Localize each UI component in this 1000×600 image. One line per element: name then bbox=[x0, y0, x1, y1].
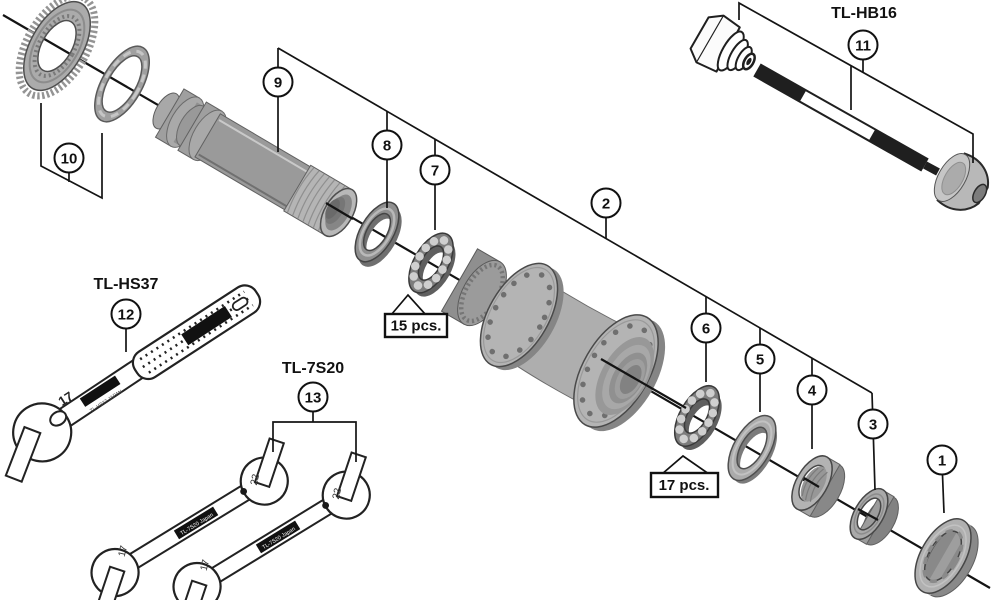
callout-13: 13 bbox=[297, 381, 329, 413]
callout-11: 11 bbox=[847, 29, 879, 61]
skewer-adjust-nut bbox=[689, 14, 756, 73]
callout-3: 3 bbox=[857, 408, 889, 440]
tool-tl-hb16 bbox=[689, 14, 990, 211]
svg-text:13: 13 bbox=[305, 390, 322, 407]
tool-tl-hs37: TL-HS37 JAPAN 17 bbox=[4, 284, 262, 483]
qty-15-label: 15 pcs. bbox=[391, 318, 442, 335]
qty-box-15: 15 pcs. bbox=[383, 293, 449, 339]
callout-10: 10 bbox=[53, 142, 85, 174]
svg-text:11: 11 bbox=[855, 38, 871, 55]
s20-size-22-marking: 22 bbox=[331, 487, 344, 501]
part-dust-cap bbox=[914, 518, 979, 598]
svg-text:3: 3 bbox=[869, 417, 877, 434]
hub-left-flange bbox=[479, 262, 564, 371]
svg-text:10: 10 bbox=[61, 151, 78, 168]
hub-right-flange bbox=[573, 314, 666, 432]
callout-lines bbox=[40, 1, 974, 514]
svg-text:2: 2 bbox=[602, 196, 610, 213]
svg-text:12: 12 bbox=[118, 307, 135, 324]
s20-size-22-marking: 22 bbox=[249, 473, 262, 487]
svg-text:4: 4 bbox=[808, 383, 817, 400]
part-axle bbox=[152, 88, 358, 238]
qty-box-17: 17 pcs. bbox=[649, 454, 720, 499]
part-seal-washer bbox=[354, 201, 402, 267]
part-lock-washer bbox=[94, 45, 150, 123]
tool-tl-7s20-b: TL-7S20 Japan 22 17 bbox=[172, 451, 371, 600]
callout-7: 7 bbox=[419, 154, 451, 186]
callout-4: 4 bbox=[796, 374, 828, 406]
s20-size-17-marking: 17 bbox=[199, 558, 212, 572]
part-ball-retainer-15 bbox=[408, 232, 456, 297]
label-tl-hs37: TL-HS37 bbox=[94, 276, 159, 293]
bracket-assembly-2 bbox=[277, 47, 873, 394]
qty-17-label: 17 pcs. bbox=[659, 477, 710, 494]
label-tl-hb16: TL-HB16 bbox=[831, 5, 897, 22]
hs37-size-marking: 17 bbox=[55, 388, 75, 408]
part-flat-washer bbox=[727, 414, 778, 484]
s20-size-17-marking: 17 bbox=[117, 544, 130, 558]
svg-text:9: 9 bbox=[274, 75, 282, 92]
svg-text:5: 5 bbox=[756, 352, 764, 369]
svg-text:8: 8 bbox=[383, 138, 391, 155]
svg-text:7: 7 bbox=[431, 163, 439, 180]
callout-5: 5 bbox=[744, 343, 776, 375]
callout-2: 2 bbox=[590, 187, 622, 219]
label-tl-7s20: TL-7S20 bbox=[282, 360, 344, 377]
part-ball-retainer-17 bbox=[673, 385, 722, 451]
tool-tl-7s20-a: TL-7S20 Japan 22 17 bbox=[90, 437, 289, 600]
callout-12: 12 bbox=[110, 298, 142, 330]
skewer-end-nut bbox=[933, 152, 990, 211]
bracket-11 bbox=[738, 1, 974, 163]
callout-8: 8 bbox=[371, 129, 403, 161]
svg-text:6: 6 bbox=[702, 321, 710, 338]
part-lockring bbox=[15, 0, 99, 100]
part-hub-shell bbox=[440, 248, 666, 432]
wrench-hole bbox=[49, 410, 68, 427]
callout-9: 9 bbox=[262, 66, 294, 98]
axis-overlay-segments bbox=[325, 202, 879, 521]
callout-6: 6 bbox=[690, 312, 722, 344]
callout-1: 1 bbox=[926, 444, 958, 476]
svg-text:1: 1 bbox=[938, 453, 946, 470]
